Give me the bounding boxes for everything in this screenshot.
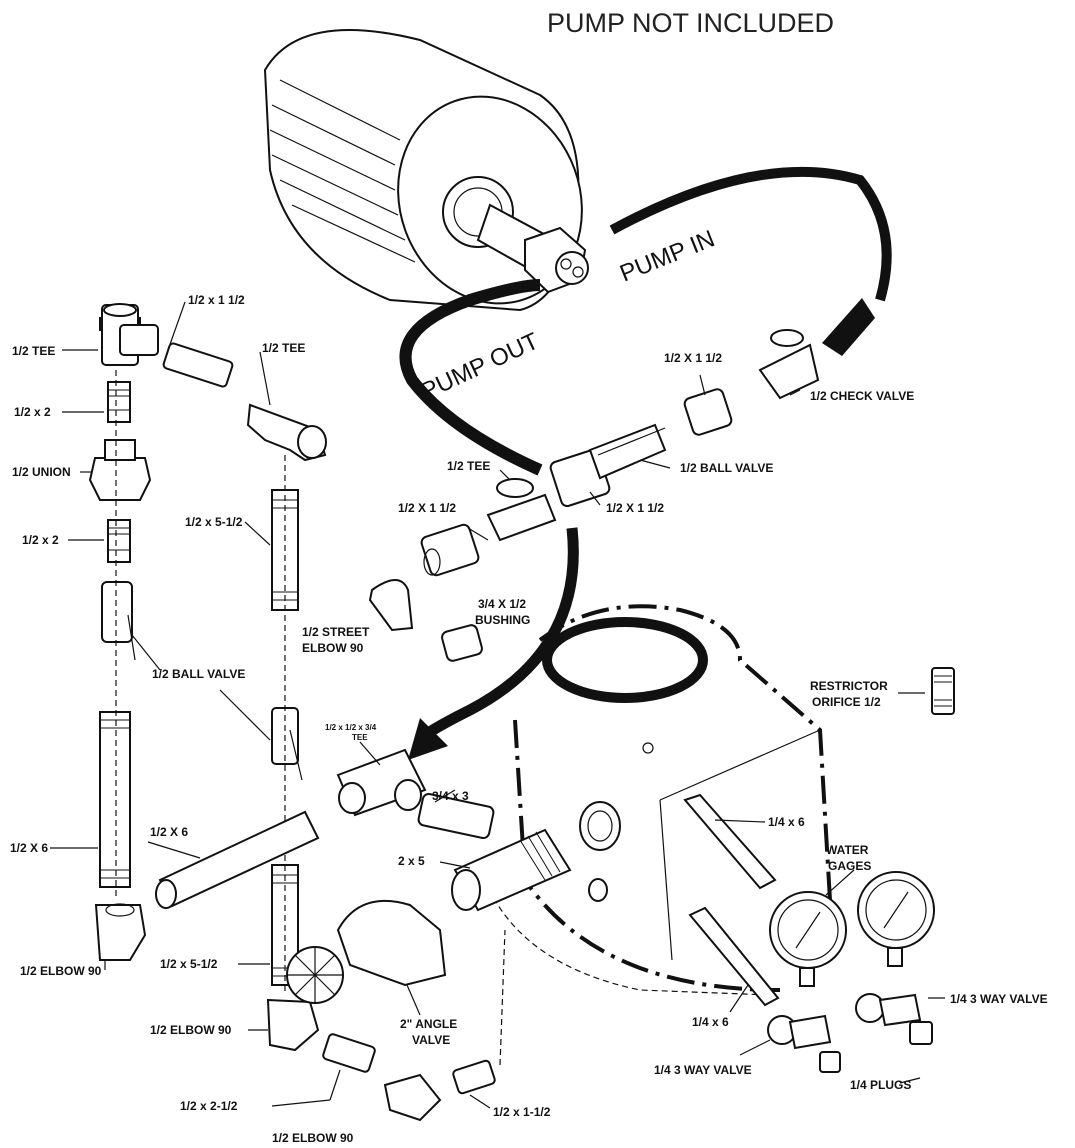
label-nipple-1x1-5-top: 1/2 x 1 1/2 [188,293,245,307]
gauge-assembly [683,793,935,1073]
label-nipple-3-4x3: 3/4 x 3 [432,789,469,803]
label-nipple-1-5-bottom: 1/2 x 1-1/2 [493,1105,551,1119]
pump-in-label: PUMP IN [616,225,718,287]
label-tee-mid: 1/2 TEE [262,341,305,355]
label-check-nipple: 1/2 X 1 1/2 [664,351,722,365]
part-labels: 1/2 TEE 1/2 x 1 1/2 1/2 TEE 1/2 x 2 1/2 … [10,293,1048,1145]
label-three-way-left: 1/4 3 WAY VALVE [654,1063,752,1077]
middle-column-parts [155,342,495,1052]
label-tee-center: 1/2 TEE [447,459,490,473]
label-nipple-5-5-top: 1/2 x 5-1/2 [185,515,243,529]
label-tee-top-left: 1/2 TEE [12,344,55,358]
label-nipple-5-5-bottom: 1/2 x 5-1/2 [160,957,218,971]
label-gages-1: WATER [826,843,869,857]
label-ball-valve-right: 1/2 BALL VALVE [680,461,773,475]
label-gages-2: GAGES [828,859,871,873]
label-bushing-2: BUSHING [475,613,530,627]
label-nipple-center-left: 1/2 X 1 1/2 [398,501,456,515]
label-nipple-6-mid: 1/2 X 6 [150,825,188,839]
label-elbow-bottom-2: 1/2 ELBOW 90 [272,1131,354,1145]
label-plugs: 1/4 PLUGS [850,1078,911,1092]
label-restrictor-2: ORIFICE 1/2 [812,695,881,709]
return-arrow [408,718,448,760]
label-nipple-6-left: 1/2 X 6 [10,841,48,855]
label-nipple-2-5: 1/2 x 2-1/2 [180,1099,238,1113]
label-elbow-left: 1/2 ELBOW 90 [20,964,102,978]
label-tee-reducing: 1/2 x 1/2 x 3/4 [325,723,377,732]
pump-out-label: PUMP OUT [417,327,543,405]
label-ball-valve-left: 1/2 BALL VALVE [152,667,245,681]
label-union: 1/2 UNION [12,465,71,479]
label-bushing-1: 3/4 X 1/2 [478,597,526,611]
label-street-elbow-1: 1/2 STREET [302,625,370,639]
label-nipple-center-right: 1/2 X 1 1/2 [606,501,664,515]
label-restrictor-1: RESTRICTOR [810,679,888,693]
label-tee-reducing-2: TEE [352,733,368,742]
label-nipple-1x2-a: 1/2 x 2 [14,405,51,419]
label-nipple-2x5: 2 x 5 [398,854,425,868]
pump-illustration [263,29,589,312]
pump-not-included-note: PUMP NOT INCLUDED [547,8,834,38]
filter-housing [484,604,832,996]
left-column-parts [88,303,159,961]
label-angle-valve-1: 2" ANGLE [400,1017,457,1031]
label-angle-valve-2: VALVE [412,1033,450,1047]
return-hose [421,527,579,740]
label-three-way-right: 1/4 3 WAY VALVE [950,992,1048,1006]
suction-hose [609,166,892,302]
label-elbow-bottom-1: 1/2 ELBOW 90 [150,1023,232,1037]
center-parts [286,329,820,1122]
restrictor-orifice-part [931,667,955,715]
label-nipple-1x2-b: 1/2 x 2 [22,533,59,547]
leader-lines [50,301,945,1109]
pump-in-arrow [822,298,875,356]
label-street-elbow-2: ELBOW 90 [302,641,364,655]
label-check-valve: 1/2 CHECK VALVE [810,389,914,403]
label-nipple-quarter-upper: 1/4 x 6 [768,815,805,829]
label-nipple-quarter-lower: 1/4 x 6 [692,1015,729,1029]
discharge-hose [399,279,543,476]
